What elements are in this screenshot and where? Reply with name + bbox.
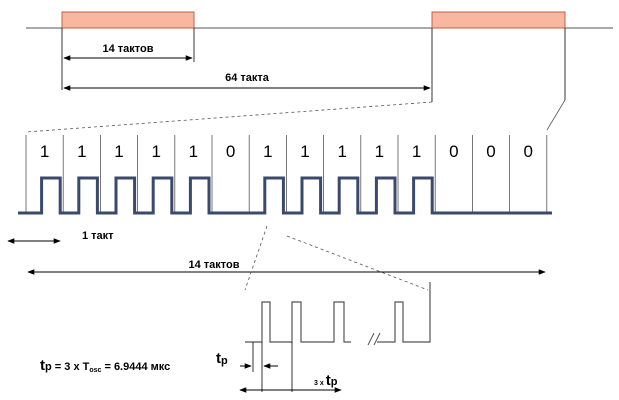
frame-block-1: [61, 11, 195, 29]
label-1-tact: 1 такт: [82, 230, 114, 242]
bit-value: 1: [300, 142, 309, 161]
bit-value: 1: [412, 142, 421, 161]
bit-cell-separators: [25, 135, 548, 213]
label-14-tacts-top: 14 тактов: [102, 43, 153, 55]
bit-value: 1: [337, 142, 346, 161]
zoom-line-pulse-left: [244, 225, 268, 291]
formula: tp = 3 x Tosc = 6.9444 мкс: [40, 357, 170, 374]
frame-block-2: [431, 11, 566, 29]
bit-value: 0: [523, 142, 532, 161]
bit-value: 1: [375, 142, 384, 161]
break-mark: [367, 332, 381, 346]
tp-label: tp: [216, 350, 228, 367]
bit-value: 0: [449, 142, 458, 161]
bit-value: 0: [226, 142, 235, 161]
zoom-line-left: [25, 101, 433, 133]
label-14-tacts-bottom: 14 тактов: [188, 259, 239, 271]
bit-value: 0: [486, 142, 495, 161]
pulse-waveform: [18, 176, 552, 215]
label-64-tacts: 64 такта: [225, 72, 270, 84]
subpulse-waveform: [245, 282, 431, 343]
bit-value: 1: [114, 142, 123, 161]
bit-values: 1 1 1 1 1 0 1 1 1 1 1 0 0 0: [40, 142, 533, 161]
bit-value: 1: [263, 142, 272, 161]
bit-value: 1: [189, 142, 198, 161]
bit-value: 1: [40, 142, 49, 161]
bit-value: 1: [77, 142, 86, 161]
zoom-line-pulse-right: [286, 235, 429, 291]
zoom-line-right: [546, 99, 566, 131]
three-tp-label: 3 x tp: [314, 372, 338, 389]
bit-value: 1: [151, 142, 160, 161]
